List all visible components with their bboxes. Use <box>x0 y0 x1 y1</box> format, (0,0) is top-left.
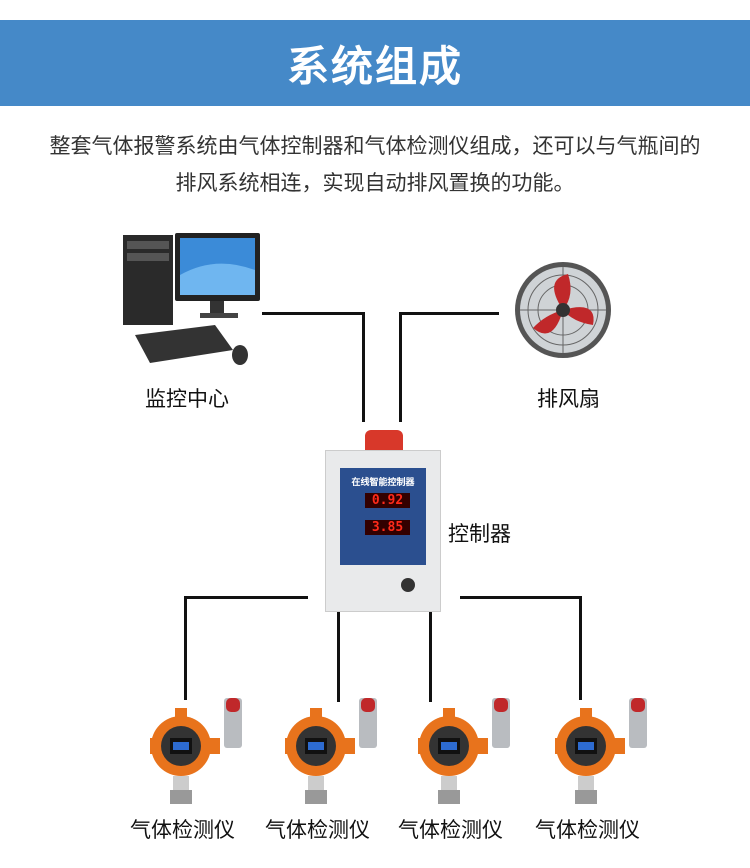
connector-line <box>429 612 432 702</box>
detector-label: 气体检测仪 <box>535 818 640 842</box>
connector-line <box>399 312 402 422</box>
gas-detector-icon <box>555 698 647 804</box>
computer-icon <box>123 233 260 365</box>
connector-line <box>399 312 499 315</box>
controller-label: 控制器 <box>448 522 511 546</box>
description: 整套气体报警系统由气体控制器和气体检测仪组成，还可以与气瓶间的排风系统相连，实现… <box>49 134 701 195</box>
detector-label: 气体检测仪 <box>265 818 370 842</box>
connector-line <box>262 312 365 315</box>
display-2: 3.85 <box>365 520 410 535</box>
header-banner: 系统组成 <box>0 20 750 106</box>
connector-line <box>460 596 582 599</box>
monitor-center-label: 监控中心 <box>145 387 229 411</box>
gas-detector-icon <box>285 698 377 804</box>
connector-line <box>579 596 582 700</box>
gas-detector-icon <box>418 698 510 804</box>
controller-panel: 在线智能控制器 0.92 3.85 <box>340 468 426 565</box>
connector-line <box>184 596 187 700</box>
connector-line <box>362 312 365 422</box>
page-title: 系统组成 <box>286 41 463 91</box>
detector-label: 气体检测仪 <box>130 818 235 842</box>
exhaust-fan-icon <box>515 262 611 358</box>
connector-line <box>337 612 340 702</box>
alarm-light <box>365 430 403 452</box>
gas-detector-icon <box>150 698 242 804</box>
detector-label: 气体检测仪 <box>398 818 503 842</box>
display-1: 0.92 <box>365 493 410 508</box>
exhaust-fan-label: 排风扇 <box>537 387 600 411</box>
panel-title: 在线智能控制器 <box>351 478 415 488</box>
key-switch <box>401 578 415 592</box>
controller-device: 在线智能控制器 0.92 3.85 <box>325 430 441 615</box>
connector-line <box>184 596 308 599</box>
